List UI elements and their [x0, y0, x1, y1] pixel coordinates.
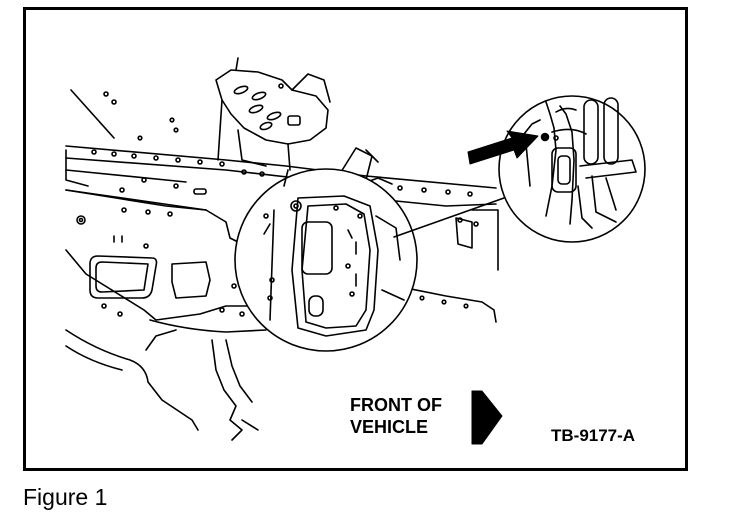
figure-caption: Figure 1: [23, 484, 108, 510]
reference-code: TB-9177-A: [551, 426, 636, 445]
vehicle-body-illustration: [65, 57, 646, 445]
right-end-panel: [375, 209, 499, 323]
upper-pillar: [215, 57, 331, 171]
direction-label: FRONT OF VEHICLE: [350, 394, 442, 438]
arrow-right-icon: [471, 390, 503, 445]
figure-frame: FRONT OF VEHICLE TB-9177-A: [23, 7, 688, 471]
closeup-callout: [234, 168, 418, 352]
magnified-detail: [498, 95, 646, 243]
leader-line: [393, 197, 505, 238]
direction-label-line2: VEHICLE: [350, 417, 429, 437]
direction-label-line1: FRONT OF: [350, 395, 442, 415]
pointer-arrow-icon: [467, 130, 539, 165]
left-body-panel: [65, 89, 207, 211]
lower-sill: [65, 319, 267, 441]
